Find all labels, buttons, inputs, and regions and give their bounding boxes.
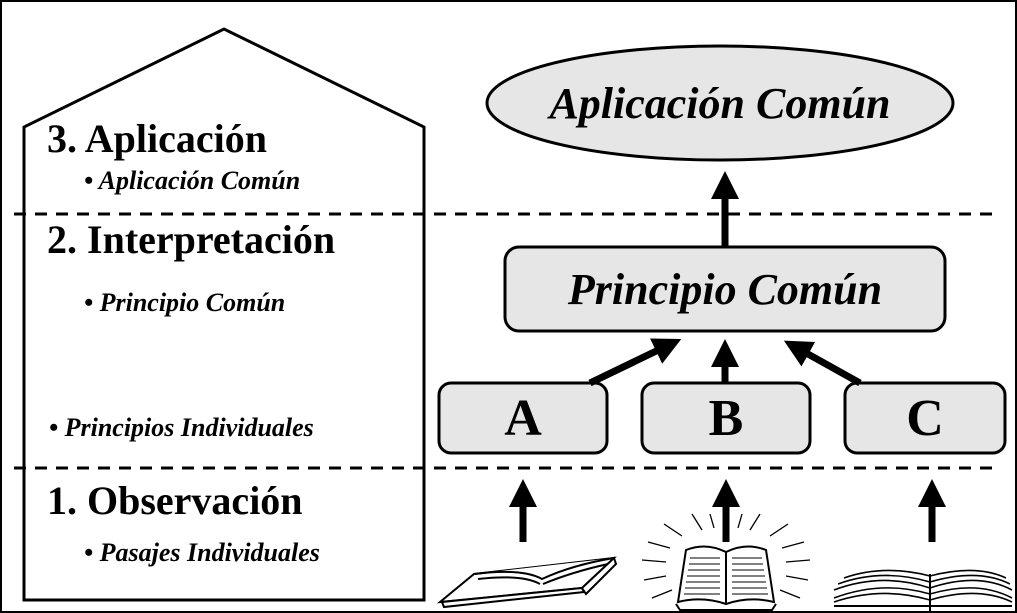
step-2-item-individual: • Principios Individuales xyxy=(49,413,314,442)
principle-node-label: Principio Común xyxy=(567,265,882,314)
radiant-bible-icon xyxy=(641,510,811,611)
node-a xyxy=(437,381,609,455)
application-node-label: Aplicación Común xyxy=(546,79,890,128)
open-book-icon xyxy=(436,556,618,609)
arrow-a-to-principle xyxy=(588,338,682,387)
step-1-title: 1. Observación xyxy=(47,478,303,523)
node-a-label: A xyxy=(504,390,542,447)
application-node xyxy=(485,44,955,162)
node-c xyxy=(843,381,1007,455)
step-2-title: 2. Interpretación xyxy=(47,217,335,262)
arrow-c-to-principle xyxy=(783,340,862,387)
step-3-title: 3. Aplicación xyxy=(47,116,267,161)
step-1-item: • Pasajes Individuales xyxy=(84,538,320,567)
open-book-icon xyxy=(833,569,1013,611)
node-b-label: B xyxy=(709,390,744,447)
step-3-item: • Aplicación Común xyxy=(84,166,300,195)
step-2-item-common: • Principio Común xyxy=(84,288,285,317)
house-panel xyxy=(22,27,426,602)
node-c-label: C xyxy=(906,390,944,447)
